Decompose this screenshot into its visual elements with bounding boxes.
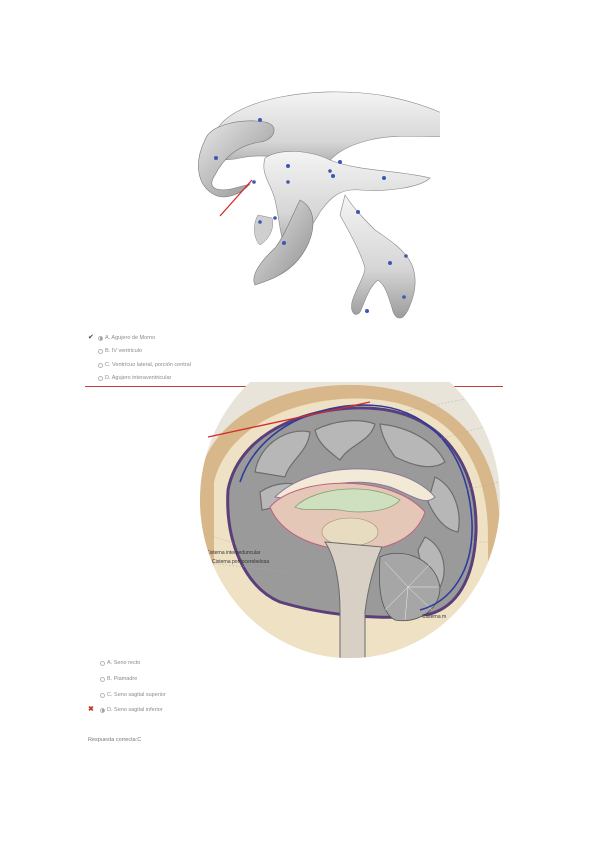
radio[interactable] xyxy=(98,375,103,381)
q1-option-a[interactable]: A. Agujero de Morno xyxy=(98,332,155,344)
sagittal-brain-figure: Cisterna interpeduncular Cisterna pontoc… xyxy=(200,382,500,658)
option-label: A. Seno recto xyxy=(107,660,141,666)
label-cisterna-pontocerebelosa: Cisterna pontocerebelosa xyxy=(212,559,269,565)
ventricles-figure xyxy=(198,91,440,319)
radio[interactable] xyxy=(98,362,103,368)
option-label: B. IV ventriculo xyxy=(105,348,142,354)
radio[interactable] xyxy=(100,676,105,682)
option-label: C. Seno sagital superior xyxy=(107,692,166,698)
q1-option-b[interactable]: B. IV ventriculo xyxy=(98,345,142,357)
label-cisterna-interpeduncular: Cisterna interpeduncular xyxy=(206,550,261,556)
radio-selected[interactable] xyxy=(98,335,103,341)
label-cisterna-magna: Cisterna m xyxy=(422,614,446,620)
q2-option-d[interactable]: D. Seno sagital inferior xyxy=(100,704,163,716)
radio-selected[interactable] xyxy=(100,707,105,713)
option-label: B. Piamadre xyxy=(107,676,138,682)
q2-option-b[interactable]: B. Piamadre xyxy=(100,673,137,685)
option-label: D. Agujero interaventricular xyxy=(105,375,172,381)
radio[interactable] xyxy=(100,692,105,698)
q2-option-c[interactable]: C. Seno sagital superior xyxy=(100,689,166,701)
radio[interactable] xyxy=(100,660,105,666)
radio[interactable] xyxy=(98,348,103,354)
option-label: C. Ventrícuo lateral, porción central xyxy=(105,362,191,368)
option-label: D. Seno sagital inferior xyxy=(107,707,163,713)
cross-icon: ✖ xyxy=(88,706,94,713)
q2-option-a[interactable]: A. Seno recto xyxy=(100,657,140,669)
check-icon: ✔ xyxy=(88,334,94,341)
q1-option-c[interactable]: C. Ventrícuo lateral, porción central xyxy=(98,359,191,371)
option-label: A. Agujero de Morno xyxy=(105,335,156,341)
q1-option-d[interactable]: D. Agujero interaventricular xyxy=(98,372,171,384)
correct-answer: Respuesta correcta:C xyxy=(88,737,142,743)
